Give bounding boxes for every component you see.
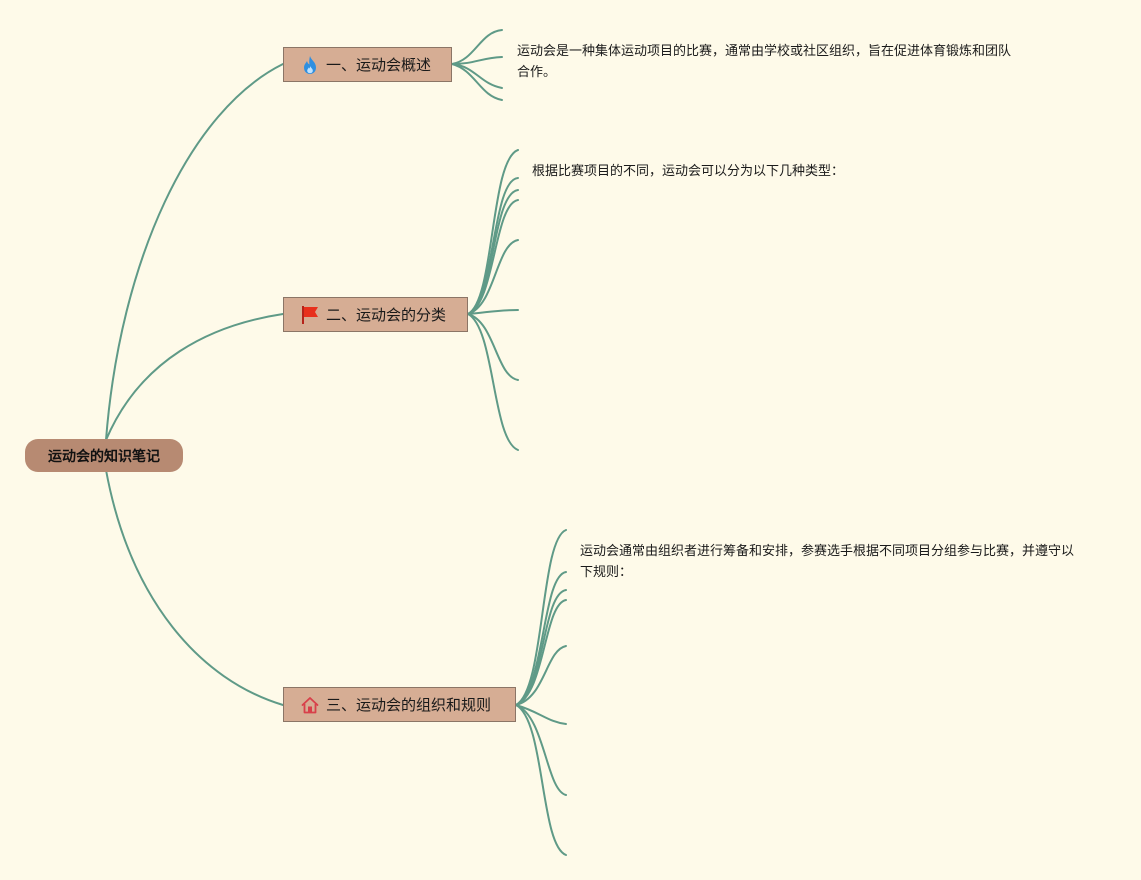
connector-root-b3 [105, 469, 284, 706]
connector-b2-leaf-5 [467, 239, 519, 315]
branch-topic-organization-rules[interactable]: 三、运动会的组织和规则 [283, 687, 516, 722]
connector-b2-leaf-3 [467, 189, 519, 315]
branch-topic-classification[interactable]: 二、运动会的分类 [283, 297, 468, 332]
connector-b2-leaf-1 [467, 149, 519, 315]
branch-topic-label: 二、运动会的分类 [326, 306, 447, 324]
connector-b3-leaf-1 [515, 529, 567, 706]
connector-b3-leaf-4 [515, 599, 567, 706]
connector-root-b1 [105, 63, 284, 441]
connector-b3-leaf-5 [515, 645, 567, 706]
connector-b1-leaf-1 [451, 29, 503, 65]
note-classification: 根据比赛项目的不同，运动会可以分为以下几种类型： [528, 159, 956, 184]
connector-b2-leaf-4 [467, 199, 519, 315]
connector-b3-leaf-2 [515, 571, 567, 706]
branch-topic-overview[interactable]: 一、运动会概述 [283, 47, 452, 82]
connector-b2-leaf-8 [467, 313, 519, 451]
house-icon [300, 695, 320, 715]
note-organization-rules: 运动会通常由组织者进行筹备和安排，参赛选手根据不同项目分组参与比赛，并遵守以下规… [576, 539, 1089, 585]
branch-topic-label: 一、运动会概述 [326, 56, 432, 74]
branch-topic-label: 三、运动会的组织和规则 [326, 696, 492, 714]
flame-icon [300, 55, 320, 75]
connector-b2-leaf-7 [467, 313, 519, 381]
note-overview: 运动会是一种集体运动项目的比赛，通常由学校或社区组织，旨在促进体育锻炼和团队合作… [513, 39, 1021, 85]
connector-root-b2 [105, 313, 284, 441]
red-flag-icon [300, 305, 320, 325]
connector-b1-leaf-2 [451, 56, 503, 65]
connector-b3-leaf-7 [515, 704, 567, 796]
connector-b1-leaf-3 [451, 63, 503, 89]
connector-b3-leaf-8 [515, 704, 567, 856]
connector-b2-leaf-6 [467, 309, 519, 315]
root-topic[interactable]: 运动会的知识笔记 [25, 439, 183, 472]
connector-b3-leaf-6 [515, 704, 567, 725]
root-topic-label: 运动会的知识笔记 [48, 448, 160, 465]
connector-b1-leaf-4 [451, 63, 503, 101]
